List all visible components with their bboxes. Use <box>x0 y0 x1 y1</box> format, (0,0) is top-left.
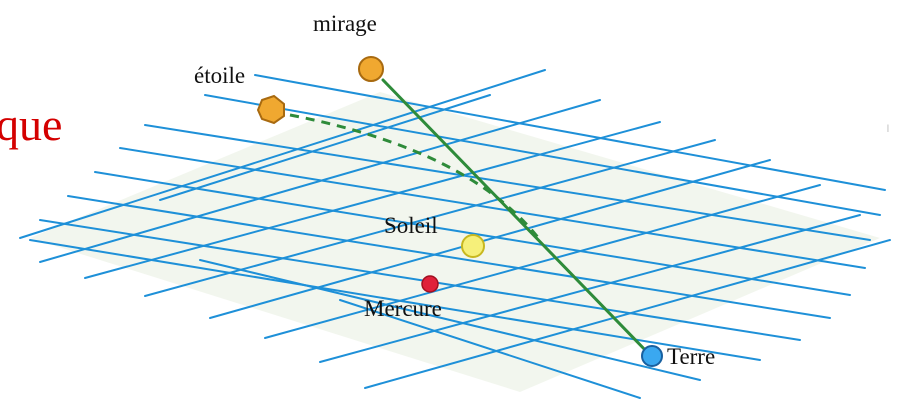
red-dot-icon <box>421 275 439 293</box>
grid-line <box>254 74 886 191</box>
grid-line <box>264 184 821 339</box>
yellow-sun-icon <box>461 234 485 258</box>
grid-line <box>39 219 801 341</box>
soleil-marker <box>461 234 485 258</box>
grid-shadow <box>30 92 880 392</box>
grid-line <box>39 99 601 263</box>
grid-line <box>319 214 861 363</box>
mirage-marker <box>358 56 384 82</box>
cut-off-title-fragment: que <box>0 99 62 150</box>
grid-line <box>159 94 491 201</box>
apparent-light-path <box>381 78 652 357</box>
orange-circle-icon <box>358 56 384 82</box>
grid-line <box>364 239 891 389</box>
grid-line <box>84 121 661 279</box>
label-mirage: mirage <box>313 11 377 36</box>
grid-line <box>144 139 716 297</box>
label-soleil: Soleil <box>384 213 438 238</box>
label-terre: Terre <box>667 344 715 369</box>
grid-line <box>144 124 871 241</box>
blue-planet-icon <box>641 345 663 367</box>
mercure-marker <box>421 275 439 293</box>
etoile-marker <box>256 94 285 125</box>
orange-hexagon-icon <box>256 94 285 125</box>
grid-line <box>209 159 771 319</box>
grid-line <box>19 69 546 239</box>
edge-mark: ı <box>886 119 890 135</box>
label-mercure: Mercure <box>364 296 442 321</box>
label-etoile: étoile <box>194 63 245 88</box>
grid-line <box>204 94 881 216</box>
grid-line <box>94 171 851 296</box>
terre-marker <box>641 345 663 367</box>
grid-lines-family-b <box>19 69 891 389</box>
grid-line <box>339 299 641 399</box>
bent-light-path <box>289 113 542 241</box>
grid-line <box>199 259 701 381</box>
